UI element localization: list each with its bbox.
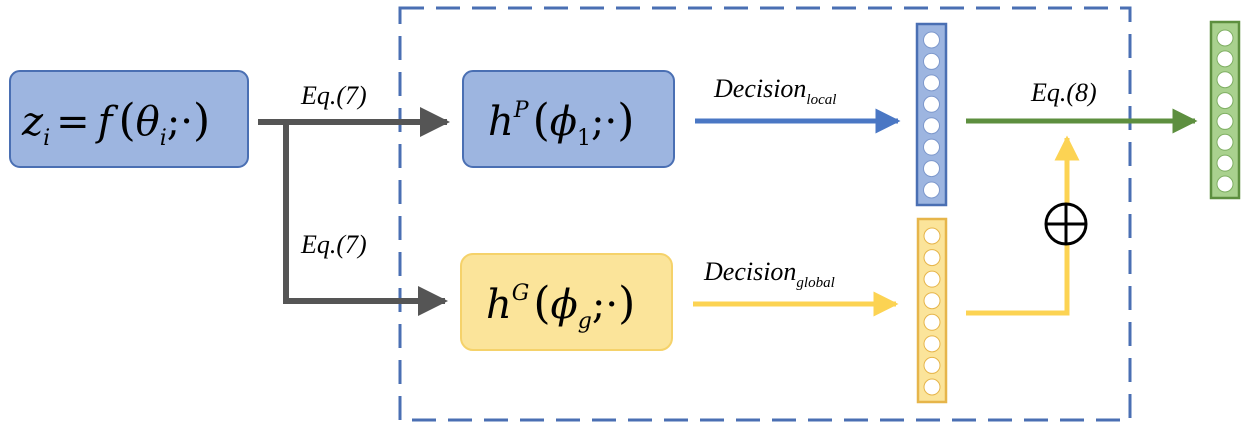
output-vector (1209, 20, 1241, 200)
local-decision-vector (915, 22, 948, 207)
vector-cell (923, 292, 941, 310)
vector-cell (1216, 92, 1234, 110)
vector-cell (923, 52, 940, 70)
eq7-top-label: Eq.(7) (300, 81, 367, 110)
vector-cell (923, 378, 941, 396)
vector-cell (923, 356, 941, 374)
vector-cell (923, 31, 940, 49)
global-head-formula: hG(ϕg;·) (486, 278, 635, 334)
vector-cell (923, 117, 940, 135)
eq7-bottom-label: Eq.(7) (300, 230, 367, 259)
vector-cell (923, 227, 941, 245)
personal-head-formula: hP(ϕ1;·) (488, 95, 634, 151)
vector-cell (923, 313, 941, 331)
vector-cell (923, 181, 940, 199)
arrow-input-to-global (283, 122, 448, 316)
vector-cell (923, 74, 940, 92)
vector-cell (1216, 133, 1234, 151)
dashed-frame (398, 6, 1132, 422)
personal-head-box: hP(ϕ1;·) (462, 70, 675, 168)
vector-cell (923, 335, 941, 353)
vector-cell (1216, 71, 1234, 89)
vector-cell (1216, 175, 1234, 193)
vector-cell (923, 138, 940, 156)
vector-cell (923, 160, 940, 178)
decision-local-label: Decisionlocal (713, 74, 836, 108)
vector-cell (923, 270, 941, 288)
input-box: zi=f(θi;·) (9, 70, 249, 168)
vector-cell (1216, 112, 1234, 130)
global-head-box: hG(ϕg;·) (460, 253, 673, 351)
vector-cell (1216, 154, 1234, 172)
vector-cell (923, 95, 940, 113)
decision-global-label: Decisionglobal (703, 257, 835, 291)
eq8-label: Eq.(8) (1030, 78, 1097, 107)
oplus-icon (1044, 202, 1088, 246)
global-decision-vector (916, 217, 948, 404)
arrow-global-to-merge (966, 135, 1080, 316)
vector-cell (1216, 29, 1234, 47)
vector-cell (923, 249, 941, 267)
vector-cell (1216, 50, 1234, 68)
